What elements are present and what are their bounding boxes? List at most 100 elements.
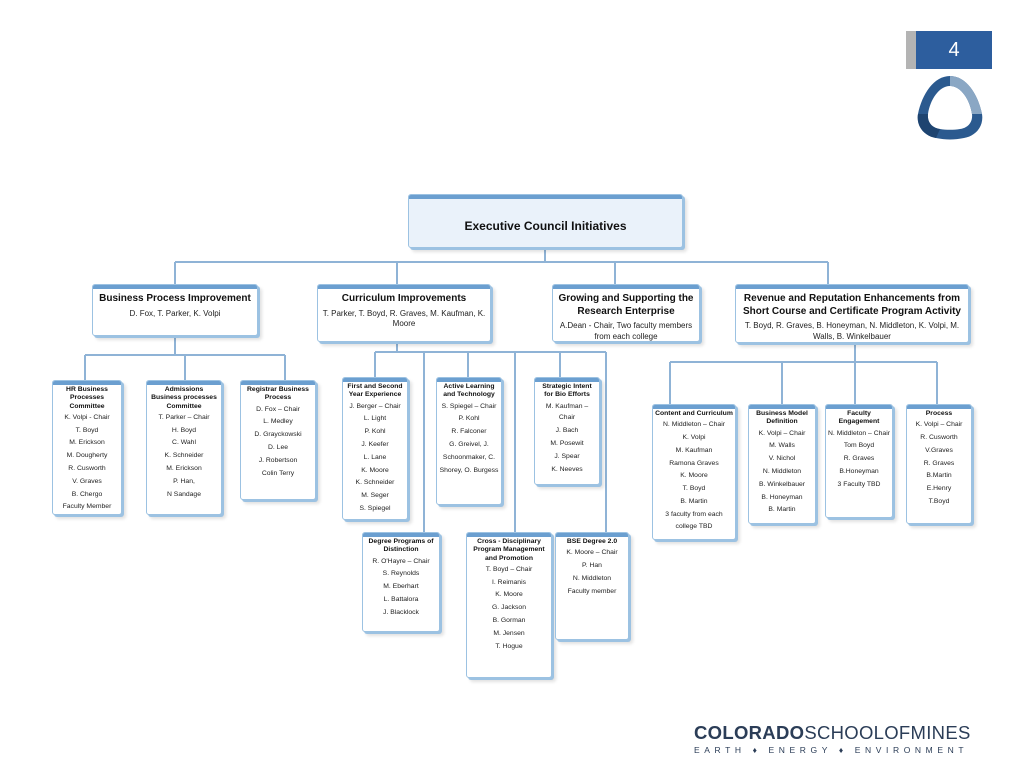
committee-member: B. Winkelbauer xyxy=(758,480,806,488)
committee-member: B. Gorman xyxy=(492,617,526,625)
root-title: Executive Council Initiatives xyxy=(464,219,627,233)
committee-member: L. Battalora xyxy=(383,595,419,603)
committee-member: S. Reynolds xyxy=(382,570,420,578)
committee-member: D. Fox – Chair xyxy=(256,405,300,413)
initiative-curriculum: Curriculum Improvements T. Parker, T. Bo… xyxy=(317,284,491,342)
committee-member: T. Hogue xyxy=(495,642,523,650)
committee-member: R. Cusworth xyxy=(920,434,958,442)
committee-member: T.Boyd xyxy=(928,498,950,506)
initiative-title: Revenue and Reputation Enhancements from… xyxy=(742,293,961,317)
committee-member: K. Volpi – Chair xyxy=(915,421,963,429)
committee-member: Colin Terry xyxy=(261,469,295,477)
committee-member: L. Lane xyxy=(363,453,387,461)
committee-title: HR Business Processes Committee xyxy=(66,386,108,410)
committee-box: Strategic Intent for Bio Efforts M. Kaufm… xyxy=(534,377,600,485)
committee-member: P. Han xyxy=(582,562,602,570)
committee-member: L. Medley xyxy=(263,418,293,426)
committee-member: M. Dougherty xyxy=(66,452,108,460)
committee-member: R. Graves xyxy=(843,455,875,463)
wordmark-bold: COLORADO xyxy=(694,722,805,743)
committee-member: V. Graves xyxy=(72,477,102,485)
committee-title: Degree Programs of Distinction xyxy=(368,538,434,554)
committee-box: Active Learning and Technology S. Spiegel… xyxy=(436,377,502,505)
initiative-members: T. Boyd, R. Graves, B. Honeyman, N. Midd… xyxy=(744,321,960,341)
committee-member: T. Boyd – Chair xyxy=(485,565,533,573)
committee-member: J. Blacklock xyxy=(383,608,419,616)
initiative-title: Business Process Improvement xyxy=(99,293,251,304)
committee-member: M. Kaufman xyxy=(675,446,713,454)
committee-member: N. Middleton xyxy=(762,467,802,475)
committee-member: V. Nichol xyxy=(768,455,796,463)
committee-member: R. Falconer xyxy=(451,428,487,436)
committee-member: M. Jensen xyxy=(493,629,525,637)
committee-member: Faculty member xyxy=(567,587,617,595)
committee-member: P. Kohl xyxy=(458,415,480,423)
committee-member: B. Honeyman xyxy=(761,493,803,501)
committee-member: M. Eberhart xyxy=(383,583,419,591)
committee-member: M. Erickson xyxy=(69,439,105,447)
committee-member: S. Spiegel – Chair xyxy=(441,402,497,410)
committee-title: BSE Degree 2.0 xyxy=(566,538,618,545)
initiative-members: D. Fox, T. Parker, K. Volpi xyxy=(129,308,221,318)
committee-title: First and Second Year Experience xyxy=(347,383,403,399)
committee-title: Cross - Disciplinary Program Management … xyxy=(473,538,545,562)
page-number: 4 xyxy=(948,39,960,61)
committee-title: Business Model Definition xyxy=(756,410,808,426)
committee-member: J. Keefer xyxy=(361,440,389,448)
committee-title: Active Learning and Technology xyxy=(443,383,495,399)
initiative-title: Curriculum Improvements xyxy=(341,293,467,304)
initiative-members: T. Parker, T. Boyd, R. Graves, M. Kaufma… xyxy=(322,308,486,329)
school-wordmark: COLORADOSCHOOLOFMINES EARTH ♦ ENERGY ♦ E… xyxy=(694,722,994,755)
committee-member: C. Wahl xyxy=(172,439,196,447)
initiative-research: Growing and Supporting the Research Ente… xyxy=(552,284,700,342)
committee-member: 3 Faculty TBD xyxy=(837,480,881,488)
badge-stripe xyxy=(906,31,916,69)
committee-member: J. Robertson xyxy=(258,456,298,464)
committee-member: B. Chergo xyxy=(71,490,103,498)
committee-member: Tom Boyd xyxy=(843,442,875,450)
committee-member: N. Middleton – Chair xyxy=(828,429,890,437)
committee-member: R. Graves xyxy=(923,459,955,467)
committee-member: K. Schneider xyxy=(164,452,204,460)
committee-title: Content and Curriculum xyxy=(655,410,733,417)
committee-member: M. Kaufman – Chair xyxy=(545,402,589,422)
committee-member: H. Boyd xyxy=(171,426,197,434)
committee-member: L. Light xyxy=(363,415,387,423)
committee-member: K. Volpi - Chair xyxy=(64,413,110,421)
committee-member: R. Cusworth xyxy=(68,465,106,473)
committee-member: S. Spiegel xyxy=(359,504,391,512)
committee-member: T. Parker – Chair xyxy=(158,413,210,421)
committee-member: B. Martin xyxy=(768,506,796,514)
committee-member: J. Berger – Chair xyxy=(349,402,401,410)
committee-member: E.Henry xyxy=(926,485,952,493)
committee-member: Schoonmaker, C. xyxy=(442,453,496,461)
committee-member: M. Walls xyxy=(769,442,795,450)
wordmark-rest: SCHOOLOFMINES xyxy=(804,722,971,743)
committee-member: J. Spear xyxy=(554,452,580,460)
committee-member: Shorey, O. Burgess xyxy=(439,466,499,474)
committee-member: T. Boyd xyxy=(682,485,706,493)
committee-member: M. Seger xyxy=(361,492,389,500)
committee-member: 3 faculty from each college TBD xyxy=(665,510,723,530)
initiative-revenue: Revenue and Reputation Enhancements from… xyxy=(735,284,969,343)
committee-member: K. Schneider xyxy=(355,479,395,487)
committee-title: Process xyxy=(925,410,953,417)
committee-member: B. Martin xyxy=(680,498,708,506)
committee-member: G. Greivel, J. xyxy=(449,440,489,448)
committee-member: K. Neeves xyxy=(551,465,583,473)
committee-title: Admissions Business processes Committee xyxy=(151,386,217,410)
committee-member: V.Graves xyxy=(925,446,953,454)
root-executive-council: Executive Council Initiatives xyxy=(408,194,683,248)
committee-member: M. Posewit xyxy=(550,439,584,447)
committee-member: K. Moore – Chair xyxy=(566,549,618,557)
initiative-members: A.Dean - Chair, Two faculty members from… xyxy=(559,321,693,341)
committee-title: Strategic Intent for Bio Efforts xyxy=(542,383,592,399)
wordmark-tagline: EARTH ♦ ENERGY ♦ ENVIRONMENT xyxy=(694,745,969,755)
